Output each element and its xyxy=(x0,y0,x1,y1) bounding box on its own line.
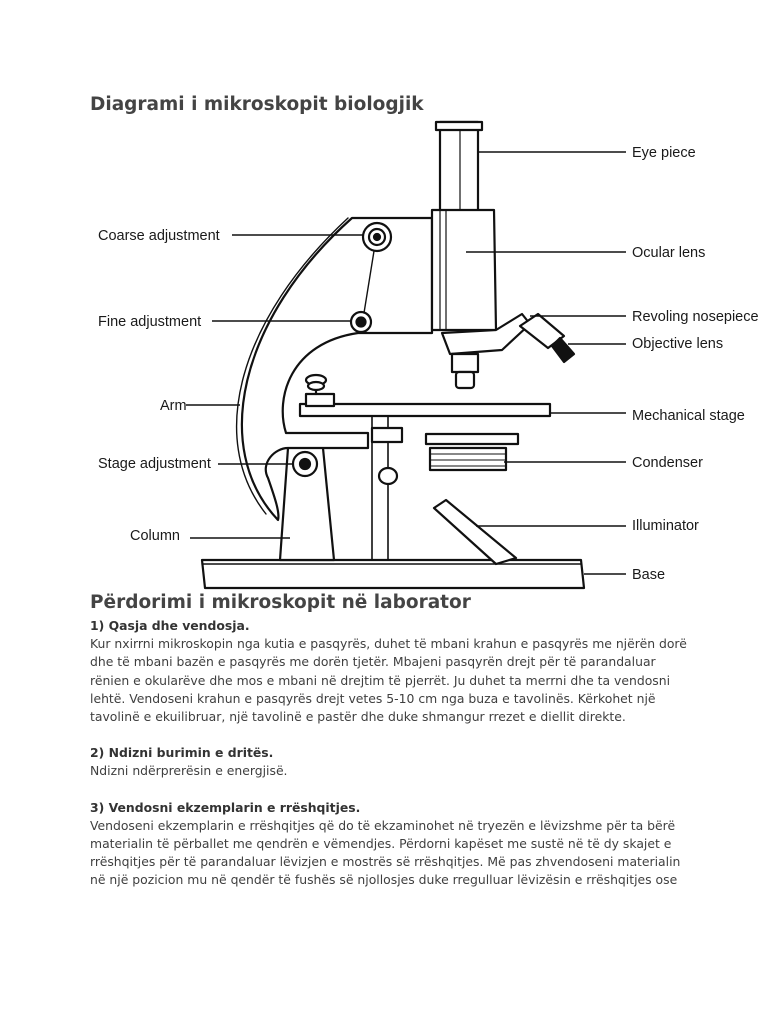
step-heading: 2) Ndizni burimin e dritës. xyxy=(90,745,274,761)
microscope-diagram: Coarse adjustment Fine adjustment Arm St… xyxy=(98,120,759,590)
label-stage-adjustment: Stage adjustment xyxy=(98,456,211,472)
step-body: Ndizni ndërprerësin e energjisë. xyxy=(90,763,288,779)
label-coarse-adjustment: Coarse adjustment xyxy=(98,228,220,244)
label-base: Base xyxy=(632,567,665,583)
label-revolving-nosepiece: Revoling nosepiece xyxy=(632,309,759,325)
label-mechanical-stage: Mechanical stage xyxy=(632,408,745,424)
illuminator-shape xyxy=(432,498,518,566)
instruction-step: 1) Qasja dhe vendosja. Kur nxirrni mikro… xyxy=(90,617,690,726)
instruction-step: 3) Vendosni ekzemplarin e rrëshqitjes. V… xyxy=(90,799,690,890)
label-illuminator: Illuminator xyxy=(632,518,699,534)
label-arm: Arm xyxy=(160,398,187,414)
instruction-step: 2) Ndizni burimin e dritës. Ndizni ndërp… xyxy=(90,744,690,780)
label-column: Column xyxy=(130,528,180,544)
label-condenser: Condenser xyxy=(632,455,703,471)
condenser-shape xyxy=(424,432,520,446)
step-heading: 1) Qasja dhe vendosja. xyxy=(90,618,250,633)
label-fine-adjustment: Fine adjustment xyxy=(98,314,201,330)
label-ocular-lens: Ocular lens xyxy=(632,245,705,261)
diagram-title: Diagrami i mikroskopit biologjik xyxy=(90,94,424,115)
leader-lines xyxy=(186,151,626,575)
objective-right xyxy=(518,312,566,350)
step-body: Vendoseni ekzemplarin e rrëshqitjes që d… xyxy=(90,817,681,888)
step-heading: 3) Vendosni ekzemplarin e rrëshqitjes. xyxy=(90,799,361,815)
ocular-body xyxy=(430,208,498,332)
instructions: 1) Qasja dhe vendosja. Kur nxirrni mikro… xyxy=(90,617,690,908)
eye-tube xyxy=(438,120,480,216)
section-title: Përdorimi i mikroskopit në laborator xyxy=(90,592,471,613)
base-shape xyxy=(200,558,586,590)
step-body: Kur nxirrni mikroskopin nga kutia e pasq… xyxy=(90,636,687,725)
arm-shape xyxy=(240,216,434,522)
label-eye-piece: Eye piece xyxy=(632,145,696,161)
microscope-drawing xyxy=(200,120,586,590)
label-objective-lens: Objective lens xyxy=(632,336,723,352)
mechanical-stage xyxy=(298,402,552,418)
